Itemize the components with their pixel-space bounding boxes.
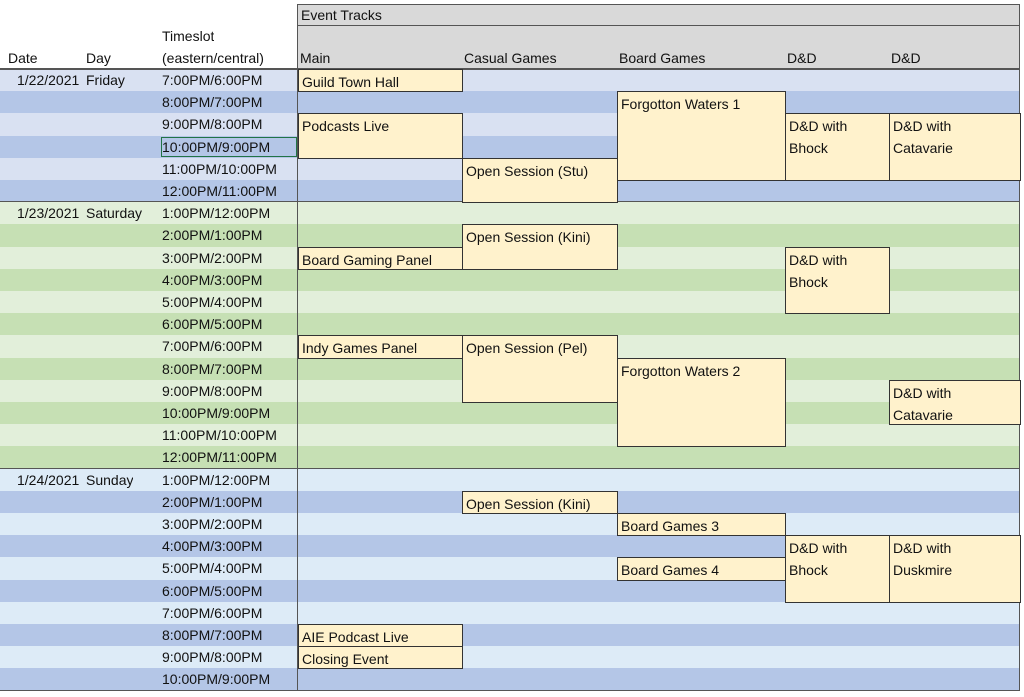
date-cell[interactable]: 1/22/2021 xyxy=(17,72,80,88)
timeslot-cell[interactable]: 7:00PM/6:00PM xyxy=(162,338,263,355)
day-cell[interactable]: Sunday xyxy=(86,471,134,488)
timeslot-header-label[interactable]: Timeslot xyxy=(162,28,215,44)
header-background xyxy=(297,4,1020,69)
timeslot-cell[interactable]: 3:00PM/2:00PM xyxy=(162,516,263,532)
timeslot-cell[interactable]: 4:00PM/3:00PM xyxy=(162,271,263,288)
timeslot-cell[interactable]: 6:00PM/5:00PM xyxy=(162,582,263,599)
timeslot-cell[interactable]: 8:00PM/7:00PM xyxy=(162,627,263,643)
timeslot-cell[interactable]: 8:00PM/7:00PM xyxy=(162,94,263,111)
date-cell[interactable]: 1/23/2021 xyxy=(17,205,80,222)
timeslot-cell[interactable]: 9:00PM/8:00PM xyxy=(162,382,263,399)
timeslot-cell[interactable]: 10:00PM/9:00PM xyxy=(162,671,271,688)
day-header-label[interactable]: Day xyxy=(86,50,111,66)
event-block[interactable]: Forgotton Waters 1 xyxy=(617,91,786,181)
event-block[interactable]: D&D with Bhock xyxy=(785,113,890,181)
day-separator xyxy=(0,467,1020,470)
timeslot-header-sublabel[interactable]: (eastern/central) xyxy=(162,50,264,66)
grid-line xyxy=(1019,4,1021,691)
event-block[interactable]: Open Session (Pel) xyxy=(462,335,618,403)
grid-line xyxy=(297,4,299,691)
timeslot-cell[interactable]: 10:00PM/9:00PM xyxy=(160,136,298,158)
event-block[interactable]: D&D with Bhock xyxy=(785,246,890,315)
schedule-row xyxy=(0,91,1020,114)
schedule-row xyxy=(0,313,1020,336)
timeslot-cell[interactable]: 10:00PM/9:00PM xyxy=(162,405,271,421)
timeslot-cell[interactable]: 11:00PM/10:00PM xyxy=(162,427,277,444)
schedule-row xyxy=(0,513,1020,536)
event-block[interactable]: Board Games 4 xyxy=(617,557,786,581)
schedule-row xyxy=(0,579,1020,603)
timeslot-cell[interactable]: 2:00PM/1:00PM xyxy=(162,227,263,244)
schedule-row xyxy=(0,402,1020,425)
grid-line xyxy=(0,68,1020,70)
track-header-2[interactable]: Casual Games xyxy=(464,50,557,66)
timeslot-cell[interactable]: 12:00PM/11:00PM xyxy=(162,183,277,199)
schedule-row xyxy=(0,646,1020,669)
event-block[interactable]: Forgotton Waters 2 xyxy=(617,357,786,448)
schedule-row xyxy=(0,468,1020,492)
event-block[interactable]: D&D with Duskmire xyxy=(889,535,1021,603)
event-block[interactable]: D&D with Bhock xyxy=(785,535,890,603)
timeslot-cell[interactable]: 7:00PM/6:00PM xyxy=(162,604,263,621)
timeslot-cell[interactable]: 9:00PM/8:00PM xyxy=(162,116,263,133)
schedule-row xyxy=(0,424,1020,447)
schedule-row xyxy=(0,202,1020,225)
schedule-row xyxy=(0,268,1020,292)
timeslot-cell[interactable]: 3:00PM/2:00PM xyxy=(162,249,263,266)
schedule-row xyxy=(0,291,1020,314)
event-tracks-label[interactable]: Event Tracks xyxy=(301,7,382,23)
timeslot-cell[interactable]: 8:00PM/7:00PM xyxy=(162,360,263,377)
grid-line xyxy=(297,4,1020,6)
event-block[interactable]: Open Session (Kini) xyxy=(462,490,618,514)
day-separator xyxy=(0,689,1020,692)
timeslot-cell[interactable]: 5:00PM/4:00PM xyxy=(162,560,263,577)
timeslot-cell[interactable]: 1:00PM/12:00PM xyxy=(162,471,271,488)
timeslot-cell[interactable]: 11:00PM/10:00PM xyxy=(162,160,277,177)
schedule-row xyxy=(0,535,1020,558)
schedule-row xyxy=(0,446,1020,470)
track-header-1[interactable]: Main xyxy=(300,50,331,66)
event-block[interactable]: D&D with Catavarie xyxy=(889,379,1021,426)
timeslot-cell[interactable]: 2:00PM/1:00PM xyxy=(162,493,263,510)
timeslot-cell[interactable]: 4:00PM/3:00PM xyxy=(162,538,263,555)
schedule-row xyxy=(0,601,1020,625)
event-block[interactable]: Board Gaming Panel xyxy=(298,246,463,270)
event-block[interactable]: Open Session (Stu) xyxy=(462,157,618,204)
track-header-3[interactable]: Board Games xyxy=(619,50,706,66)
date-cell[interactable]: 1/24/2021 xyxy=(17,471,80,488)
event-block[interactable]: Closing Event xyxy=(298,646,463,670)
event-block[interactable]: Board Games 3 xyxy=(617,513,786,537)
track-header-4[interactable]: D&D xyxy=(787,50,817,66)
date-header-label[interactable]: Date xyxy=(8,50,38,66)
timeslot-cell[interactable]: 5:00PM/4:00PM xyxy=(162,294,263,310)
timeslot-cell[interactable]: 9:00PM/8:00PM xyxy=(162,649,263,666)
timeslot-cell[interactable]: 12:00PM/11:00PM xyxy=(162,449,277,466)
track-header-5[interactable]: D&D xyxy=(891,50,921,66)
event-block[interactable]: AIE Podcast Live xyxy=(298,624,463,648)
day-cell[interactable]: Saturday xyxy=(86,205,143,222)
schedule-row xyxy=(0,624,1020,647)
event-block[interactable]: Open Session (Kini) xyxy=(462,224,618,270)
day-cell[interactable]: Friday xyxy=(86,72,125,88)
timeslot-cell[interactable]: 1:00PM/12:00PM xyxy=(162,205,271,222)
timeslot-cell[interactable]: 7:00PM/6:00PM xyxy=(162,72,263,88)
event-block[interactable]: Indy Games Panel xyxy=(298,335,463,359)
event-block[interactable]: Podcasts Live xyxy=(298,113,463,159)
schedule-row xyxy=(0,668,1020,692)
grid-line xyxy=(297,25,1020,26)
timeslot-cell[interactable]: 6:00PM/5:00PM xyxy=(162,316,263,333)
schedule-row xyxy=(0,69,1020,92)
event-block[interactable]: Guild Town Hall xyxy=(298,69,463,93)
event-block[interactable]: D&D with Catavarie xyxy=(889,113,1021,181)
